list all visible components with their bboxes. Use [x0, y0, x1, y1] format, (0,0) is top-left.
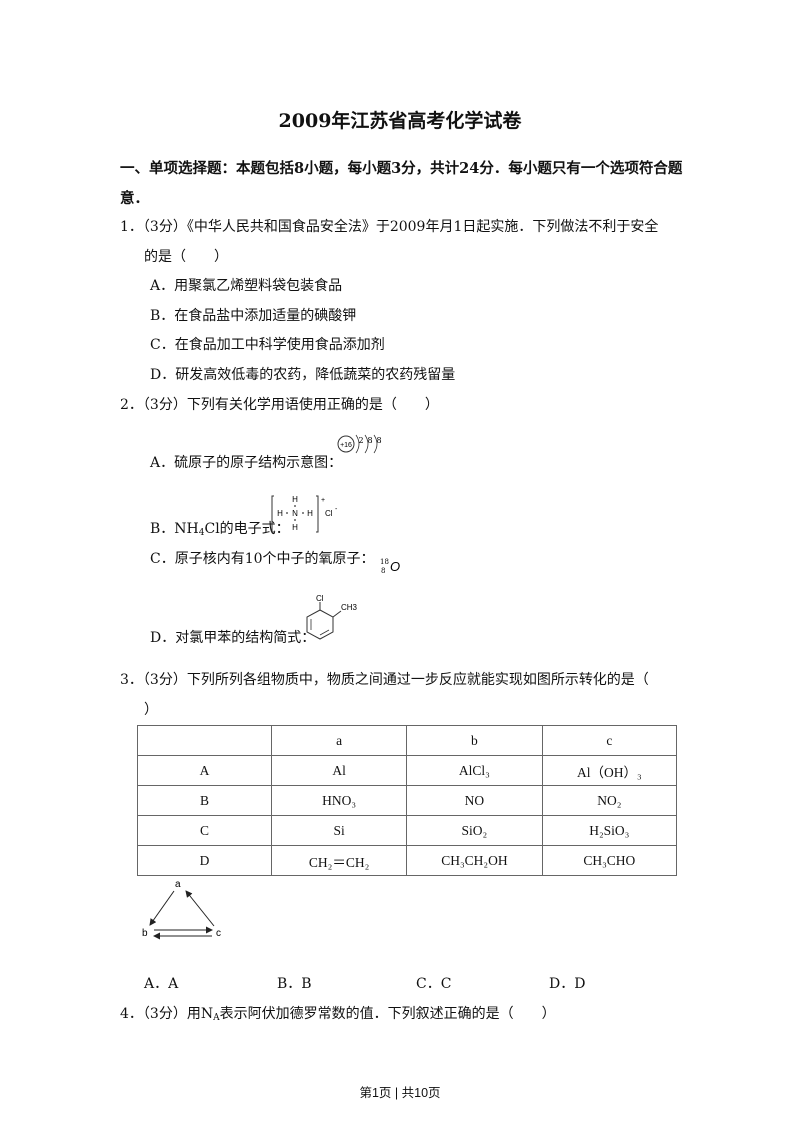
table-cell: A: [137, 755, 272, 786]
q1-option-d: D．研发高效低毒的农药，降低蔬菜的农药残留量: [150, 367, 456, 383]
table-cell: H₂SiO₃: [541, 815, 678, 846]
table-header-cell: a: [270, 725, 408, 756]
table-cell: SiO₂: [406, 815, 543, 846]
q2-option-a: A．硫原子的原子结构示意图：: [150, 455, 343, 471]
table-row: C Si SiO₂ H₂SiO₃: [137, 815, 678, 846]
q2-option-c: C．原子核内有10个中子的氧原子：: [150, 551, 375, 567]
q3-stem-line2: ）: [144, 702, 158, 718]
atom-nucleus-label: +16: [340, 442, 352, 449]
page-footer: 第1页 | 共10页: [359, 1086, 441, 1100]
svg-text:Cl: Cl: [325, 509, 333, 518]
chlorotoluene-structure: Cl CH3: [306, 594, 358, 640]
oxygen-18-isotope-symbol: 18 8 O: [380, 558, 400, 575]
table-cell: HNO₃: [270, 785, 408, 816]
table-cell: C: [137, 815, 272, 846]
svg-text:18: 18: [380, 558, 389, 566]
q2-option-b: B．NH4Cl的电子式：: [150, 521, 290, 538]
section-heading-line2: 意．: [120, 190, 149, 207]
svg-text:N: N: [292, 509, 298, 518]
ammonium-chloride-electron-formula: H H N H H + Cl -: [271, 495, 338, 533]
atom-shell-3: 8: [376, 436, 381, 445]
table-cell: CH₃CHO: [541, 845, 678, 876]
table-header-cell: b: [406, 725, 543, 756]
section-heading-line1: 一、单项选择题：本题包括8小题，每小题3分，共计24分．每小题只有一个选项符合题: [120, 160, 683, 177]
svg-text:H: H: [277, 509, 283, 518]
svg-text:H: H: [307, 509, 313, 518]
table-cell: Al（OH）₃: [541, 755, 678, 786]
q1-stem-line2: 的是（ ）: [144, 249, 228, 265]
table-cell: Al: [270, 755, 408, 786]
q1-option-c: C．在食品加工中科学使用食品添加剂: [150, 337, 385, 353]
diagram-node-b: b: [142, 928, 148, 939]
svg-text:H: H: [292, 495, 298, 504]
table-cell: D: [137, 845, 272, 876]
methyl-label: CH3: [341, 603, 358, 612]
q4-stem: 4．（3分）用NA表示阿伏加德罗常数的值．下列叙述正确的是（ ）: [120, 1006, 556, 1023]
table-cell: Si: [270, 815, 408, 846]
q3-answer-c: C．C: [416, 976, 452, 992]
q2-stem: 2．（3分）下列有关化学用语使用正确的是（ ）: [120, 397, 439, 413]
table-header-row: a b c: [137, 725, 678, 756]
q3-answer-b: B．B: [277, 976, 312, 992]
svg-text:O: O: [390, 559, 400, 574]
q1-option-b: B．在食品盐中添加适量的碘酸钾: [150, 308, 357, 324]
table-header-cell: [137, 725, 272, 756]
svg-text:-: -: [335, 506, 338, 513]
table-row: A Al AlCl₃ Al（OH）₃: [137, 755, 678, 786]
q3-answer-a: A．A: [144, 976, 179, 992]
q1-stem-line1: 1．（3分）《中华人民共和国食品安全法》于2009年月1日起实施．下列做法不利于…: [120, 219, 659, 235]
diagram-node-a: a: [175, 879, 181, 890]
table-cell: NO₂: [541, 785, 678, 816]
table-row: D CH₂＝CH₂ CH₃CH₂OH CH₃CHO: [137, 845, 678, 876]
table-row: B HNO₃ NO NO₂: [137, 785, 678, 816]
q2-option-d: D．对氯甲苯的结构简式：: [150, 630, 316, 646]
table-cell: CH₃CH₂OH: [406, 845, 543, 876]
substance-table: a b c A Al AlCl₃ Al（OH）₃ B HNO₃ NO NO₂ C…: [137, 725, 678, 876]
svg-text:8: 8: [381, 567, 385, 575]
sulfur-atom-structure-diagram: +16 2 8 8: [337, 434, 382, 454]
atom-shell-1: 2: [358, 436, 363, 445]
table-cell: AlCl₃: [406, 755, 543, 786]
q3-answer-d: D．D: [549, 976, 586, 992]
chlorine-label: Cl: [316, 594, 324, 603]
table-cell: CH₂＝CH₂: [270, 845, 408, 876]
svg-text:H: H: [292, 523, 298, 532]
q3-stem-line1: 3．（3分）下列所列各组物质中，物质之间通过一步反应就能实现如图所示转化的是（: [120, 672, 649, 688]
svg-text:+: +: [321, 497, 325, 504]
table-header-cell: c: [541, 725, 678, 756]
table-cell: NO: [406, 785, 543, 816]
diagram-node-c: c: [216, 928, 221, 939]
atom-shell-2: 8: [367, 436, 372, 445]
page-title: 2009年江苏省高考化学试卷: [278, 110, 522, 132]
table-cell: B: [137, 785, 272, 816]
conversion-triangle-diagram: a b c: [142, 879, 221, 940]
q1-option-a: A．用聚氯乙烯塑料袋包装食品: [150, 278, 343, 294]
